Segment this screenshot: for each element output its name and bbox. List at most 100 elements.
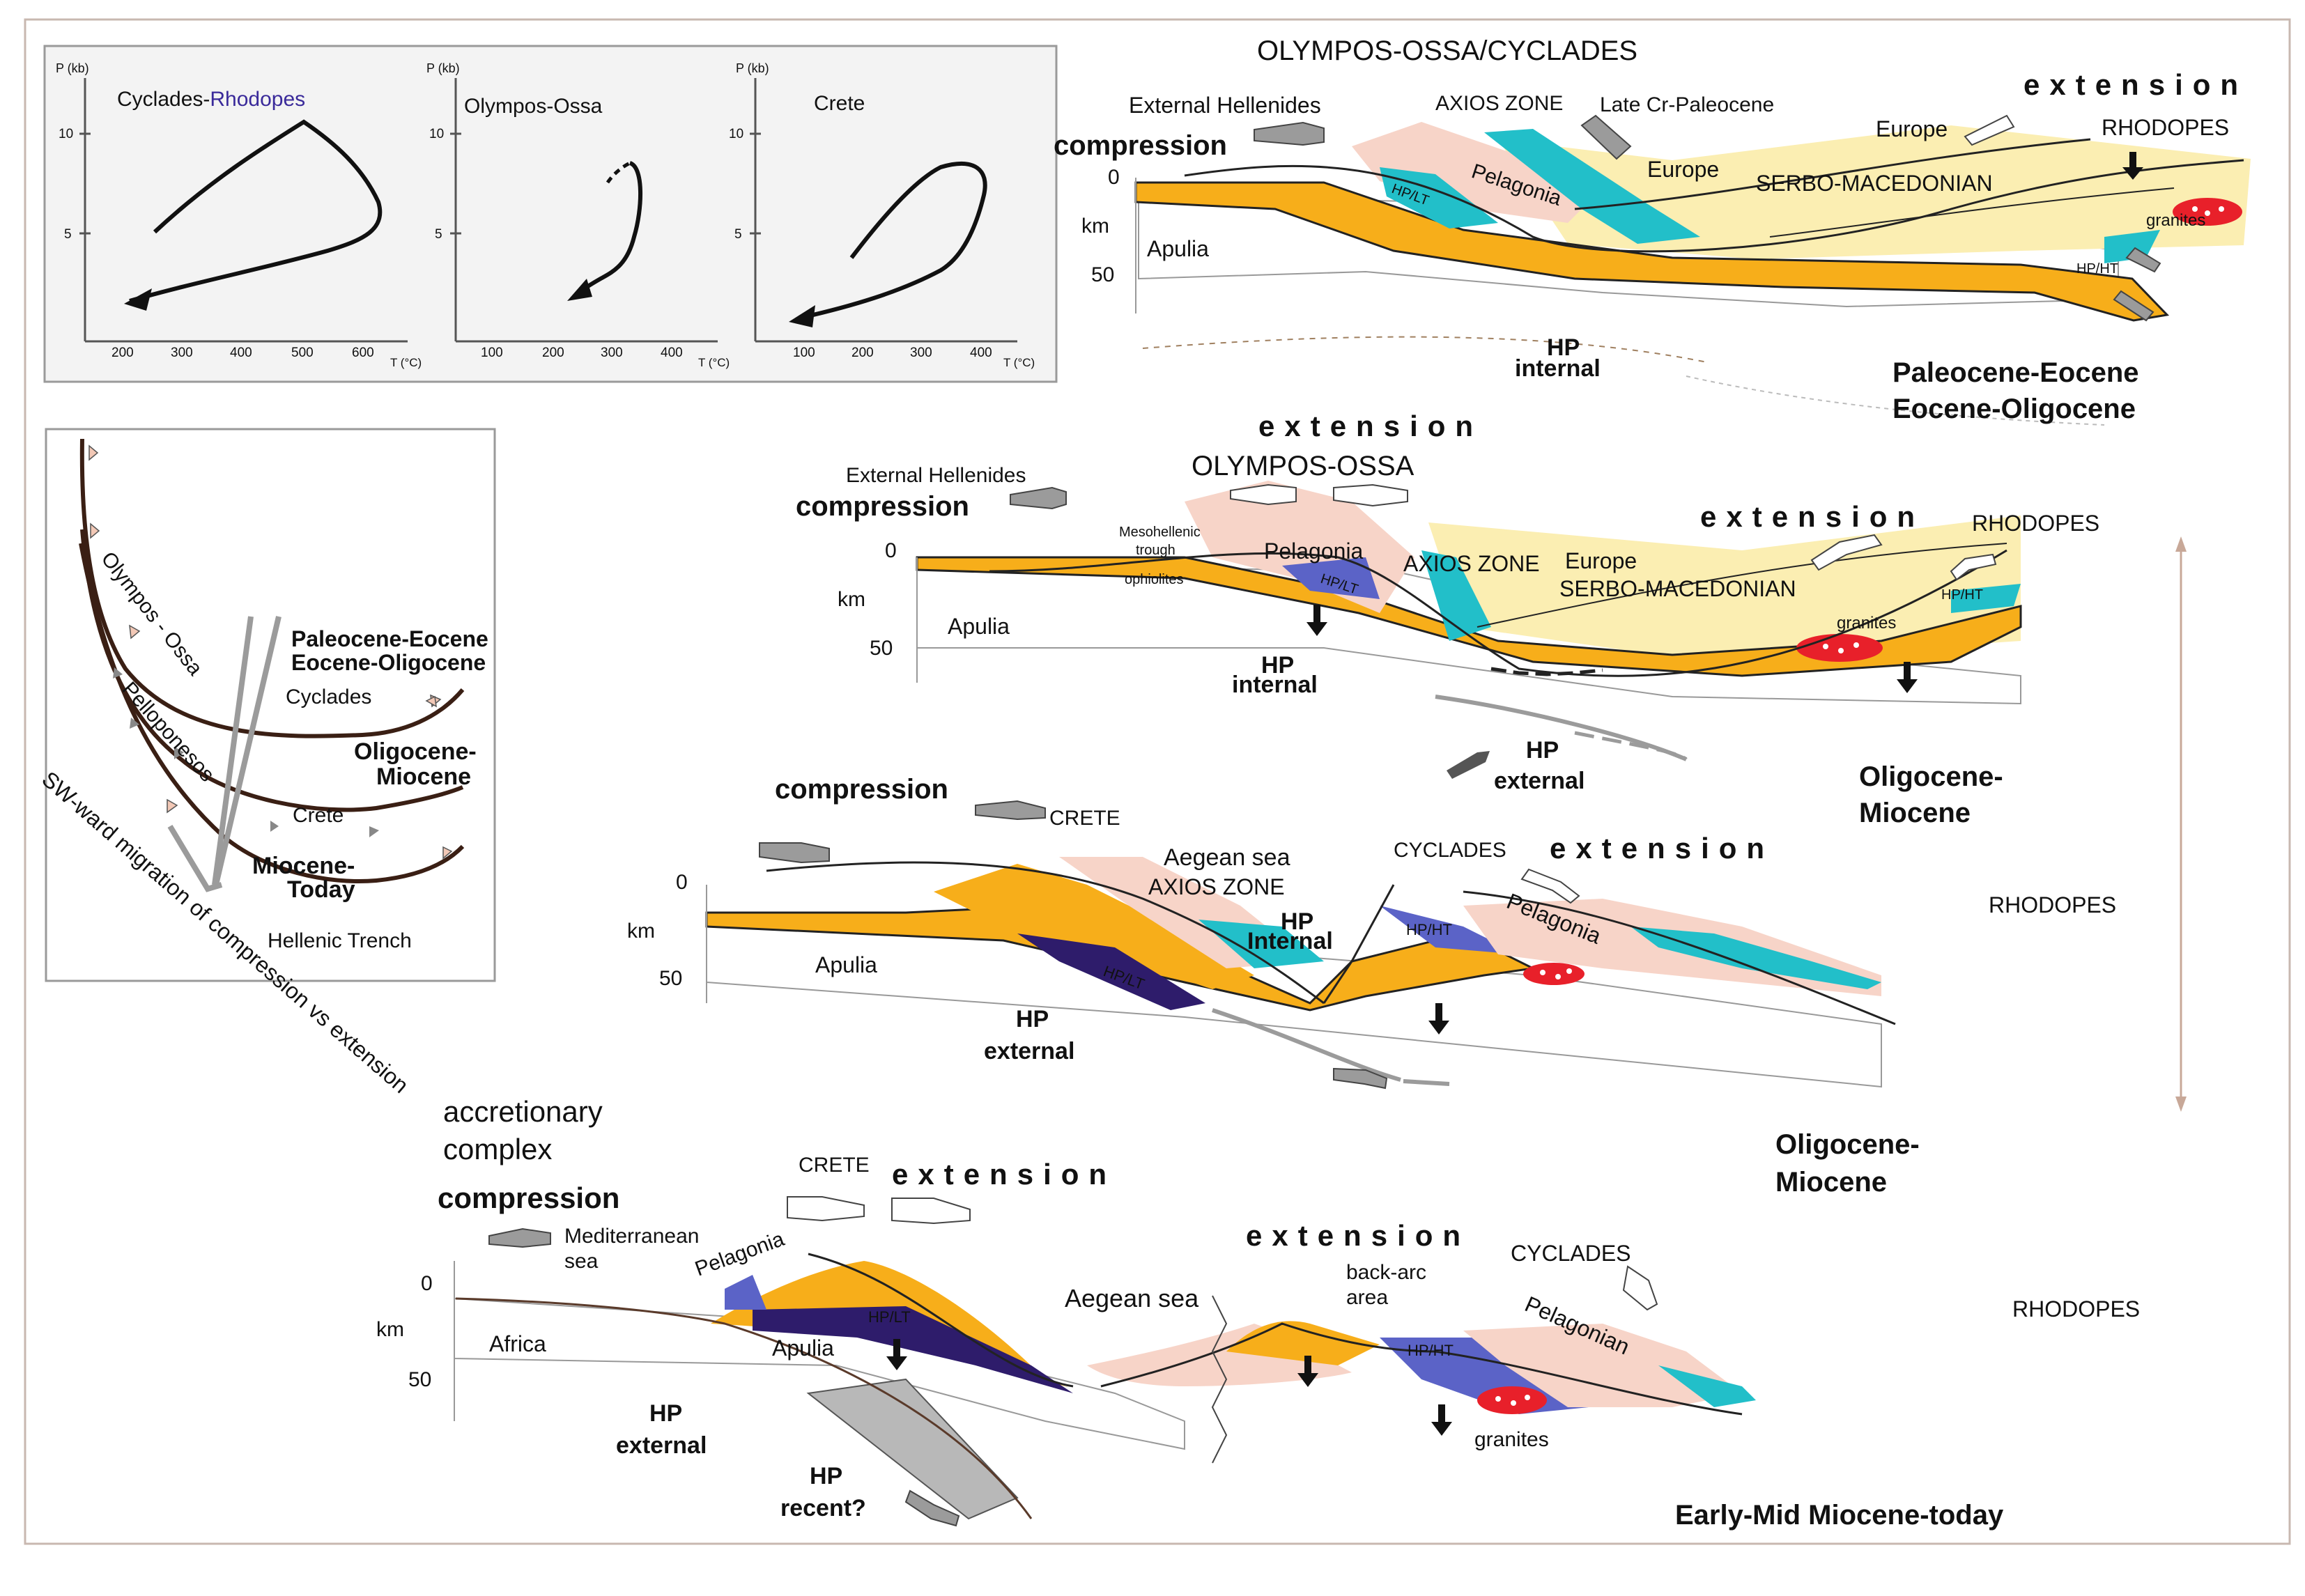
extension-label: extension	[1246, 1219, 1470, 1252]
x-tick: 200	[542, 346, 564, 360]
extension-label: extension	[1258, 410, 1483, 442]
stage-label: Miocene	[376, 764, 471, 790]
y-tick-10: 10	[59, 127, 73, 141]
label: SERBO-MACEDONIAN	[1559, 576, 1796, 601]
x-tick: 400	[230, 346, 252, 360]
t-axis-label: T (°C)	[390, 356, 422, 369]
age-label: Oligocene-	[1859, 761, 2003, 792]
compression-label: compression	[775, 774, 948, 805]
x-tick: 100	[793, 346, 815, 360]
pt-panel-olympos: P (kb) 10 5 100 200 300 400 T (°C) Olymp…	[426, 61, 730, 369]
p-axis-label: P (kb)	[426, 61, 460, 75]
depth-50: 50	[659, 967, 682, 990]
pt-title: Olympos-Ossa	[464, 95, 603, 118]
hp-external-label: external	[1494, 768, 1585, 794]
label: Apulia	[948, 614, 1010, 639]
x-tick: 300	[171, 346, 193, 360]
stage-label: Eocene-Oligocene	[291, 650, 486, 675]
age-label: Oligocene-	[1775, 1129, 1920, 1160]
hp-label: external	[984, 1038, 1074, 1064]
pt-path	[801, 162, 987, 320]
age-label: Early-Mid Miocene-today	[1675, 1500, 2004, 1531]
hp-label: internal	[1232, 672, 1318, 698]
label: back-arc	[1346, 1261, 1426, 1284]
hp-label: HP	[649, 1400, 682, 1427]
y-tick-10: 10	[429, 127, 444, 141]
label: Africa	[489, 1331, 546, 1356]
section1-header: OLYMPOS-OSSA/CYCLADES	[1257, 36, 1637, 66]
x-tick: 100	[481, 346, 503, 360]
label: AXIOS ZONE	[1435, 92, 1563, 115]
x-tick: 400	[661, 346, 683, 360]
age-label: Miocene	[1775, 1167, 1887, 1198]
label: granites	[2146, 211, 2205, 230]
y-tick-5: 5	[64, 227, 72, 242]
label-cyclades: Cyclades	[286, 685, 371, 708]
age-label: Miocene	[1859, 798, 1971, 828]
label: HP/HT	[1406, 921, 1452, 938]
stage-label: Oligocene-	[354, 738, 477, 765]
depth-unit: km	[838, 588, 865, 611]
t-axis-label: T (°C)	[1003, 356, 1035, 369]
y-tick-5: 5	[435, 227, 442, 242]
label: OLYMPOS-OSSA	[1192, 451, 1414, 481]
t-axis-label: T (°C)	[698, 356, 730, 369]
label: RHODOPES	[2102, 115, 2229, 140]
label: Late Cr-Paleocene	[1600, 93, 1774, 116]
figure-frame	[24, 18, 2291, 1545]
stage-label: Paleocene-Eocene	[291, 626, 488, 651]
label: RHODOPES	[1972, 511, 2099, 536]
label-crete: Crete	[293, 804, 344, 827]
depth-0: 0	[676, 871, 688, 894]
label: granites	[1837, 614, 1896, 633]
label: RHODOPES	[2012, 1296, 2140, 1322]
pt-panel-group: P (kb) 10 5 200 300 400 500 600 T (°C) C…	[43, 45, 1058, 383]
label: Apulia	[1147, 236, 1209, 261]
label: ophiolites	[1125, 572, 1184, 587]
label: Europe	[1565, 548, 1637, 573]
label: CRETE	[799, 1154, 870, 1177]
label: External Hellenides	[846, 464, 1026, 487]
pt-path	[129, 119, 383, 303]
hp-label: external	[616, 1432, 707, 1459]
hp-label: HP	[1261, 652, 1294, 679]
label: HP/HT	[2076, 261, 2118, 277]
pt-panel-cyclades: P (kb) 10 5 200 300 400 500 600 T (°C) C…	[56, 61, 422, 369]
x-tick: 500	[291, 346, 314, 360]
label: trough	[1136, 543, 1175, 558]
extension-label: extension	[2023, 68, 2248, 101]
label: CYCLADES	[1511, 1241, 1631, 1266]
depth-50: 50	[870, 637, 893, 660]
pt-path	[576, 161, 642, 296]
x-tick: 200	[851, 346, 874, 360]
label: Europe	[1876, 116, 1948, 141]
accretionary-label: complex	[443, 1133, 552, 1165]
section-1: 0 km 50 OLYMPOS-OSSA/CYCLADES External H…	[1054, 36, 2251, 426]
label: HP/LT	[868, 1308, 911, 1326]
label: sea	[564, 1250, 599, 1273]
hp-label: HP	[1016, 1006, 1049, 1032]
depth-unit: km	[376, 1318, 404, 1341]
arrow-head-icon	[124, 288, 152, 311]
hp-label: internal	[1515, 355, 1601, 382]
label: AXIOS ZONE	[1403, 551, 1540, 576]
label: AXIOS ZONE	[1148, 874, 1285, 899]
depth-unit: km	[1081, 215, 1109, 238]
label: RHODOPES	[1989, 892, 2116, 917]
label: Mesohellenic	[1119, 525, 1201, 540]
arrow-head-icon	[567, 279, 592, 301]
stage-label: Today	[287, 876, 355, 903]
hp-external-label: HP	[1526, 737, 1559, 764]
x-tick: 300	[910, 346, 932, 360]
age-label: Paleocene-Eocene	[1892, 357, 2139, 388]
x-tick: 400	[970, 346, 992, 360]
extension-label: extension	[892, 1158, 1116, 1191]
hp-label: HP	[810, 1463, 842, 1489]
p-axis-label: P (kb)	[56, 61, 89, 75]
section-3: 0 km 50 CRETE Aegean sea AXIOS ZONE CYCL…	[627, 774, 2116, 1198]
depth-0: 0	[1108, 166, 1120, 189]
section-4: 0 km 50 accretionary complex compression…	[376, 1095, 2140, 1531]
label: Pelagonia	[692, 1227, 787, 1281]
label: Apulia	[772, 1335, 834, 1361]
